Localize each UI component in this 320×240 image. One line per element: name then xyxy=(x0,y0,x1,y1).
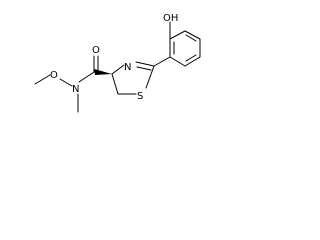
thiazoline-ring xyxy=(111,56,171,95)
carbonyl-oxygen-label: O xyxy=(92,45,100,56)
bond-n3-c4 xyxy=(111,64,125,75)
bond-o-methyl xyxy=(34,74,51,85)
hydroxyl-label: OH xyxy=(163,13,178,24)
ring-sulfur-label: S xyxy=(137,91,143,102)
bond-benzene-4 xyxy=(184,56,201,67)
bond-benzene-1 xyxy=(169,30,186,40)
bond-benzene-5 xyxy=(169,56,186,67)
bond-s1-c2 xyxy=(145,65,155,89)
amide-nitrogen-label: N xyxy=(72,84,79,95)
stereo-wedge-bond xyxy=(94,69,112,75)
bond-benzene-2 xyxy=(184,30,201,40)
bond-benzene-inner-1 xyxy=(185,34,197,42)
ring-nitrogen-label: N xyxy=(124,62,131,73)
bond-benzene-inner-2 xyxy=(185,54,197,62)
molecule-structure: OH N S O N O xyxy=(34,13,201,113)
bond-c4-c5 xyxy=(111,73,119,95)
bond-c-n-amide xyxy=(78,71,95,83)
bond-c2-n3-double xyxy=(136,66,152,71)
benzene-ring xyxy=(169,30,201,67)
bond-n-o xyxy=(59,78,73,87)
bond-c2-phenyl xyxy=(153,56,171,67)
bond-c2-n3 xyxy=(135,61,155,67)
methoxy-oxygen-label: O xyxy=(50,70,58,81)
